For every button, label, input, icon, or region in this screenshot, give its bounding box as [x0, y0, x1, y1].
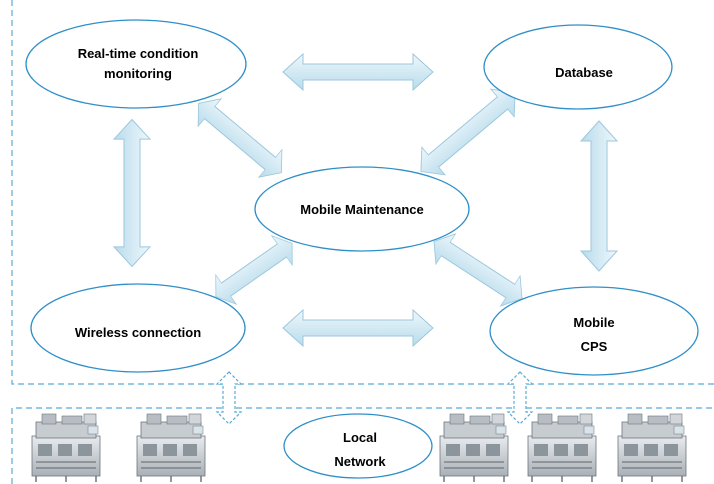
node-database-label: Database — [555, 65, 613, 80]
arrow-monitoring-wireless — [113, 119, 151, 267]
production-machine-icon — [136, 413, 206, 483]
arrow-wireless-cps — [282, 309, 434, 347]
production-machine-icon — [527, 413, 597, 483]
lower-system-boundary — [11, 407, 714, 484]
arrow-database-cps — [580, 120, 618, 272]
upper-system-boundary — [11, 0, 714, 385]
arrow-cps-maintenance — [423, 225, 533, 315]
node-wireless-connection: Wireless connection — [30, 283, 246, 373]
production-machine-icon — [617, 413, 687, 483]
node-mobile-cps-line2: CPS — [581, 339, 608, 354]
arrow-wireless-maintenance — [205, 228, 303, 312]
dashed-arrow-right — [507, 371, 533, 425]
node-real-time-monitoring: Real-time condition monitoring — [25, 19, 247, 109]
node-mobile-maintenance: Mobile Maintenance — [254, 166, 470, 252]
production-machine-icon — [31, 413, 101, 483]
node-real-time-monitoring-line1: Real-time condition — [78, 46, 199, 61]
dashed-arrow-left — [216, 371, 242, 425]
node-mobile-cps: Mobile CPS — [489, 286, 699, 376]
node-local-network: Local Network — [283, 413, 433, 479]
node-local-network-line2: Network — [334, 454, 386, 469]
node-real-time-monitoring-line2: monitoring — [104, 66, 172, 81]
node-wireless-connection-label: Wireless connection — [75, 325, 201, 340]
production-machine-icon — [439, 413, 509, 483]
node-mobile-maintenance-label: Mobile Maintenance — [300, 202, 424, 217]
arrow-monitoring-database — [282, 53, 434, 91]
node-local-network-line1: Local — [343, 430, 377, 445]
node-database: Database — [483, 24, 673, 110]
node-mobile-cps-line1: Mobile — [573, 315, 614, 330]
arrow-monitoring-maintenance — [186, 89, 294, 187]
